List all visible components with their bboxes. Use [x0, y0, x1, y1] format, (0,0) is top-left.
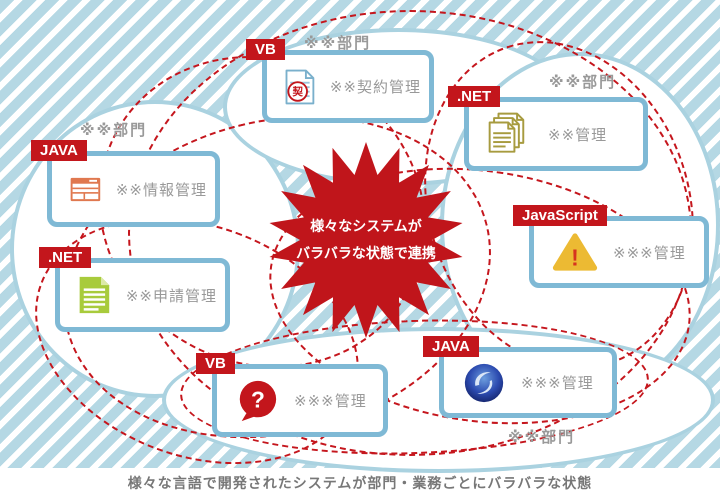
- language-badge: VB: [196, 353, 235, 374]
- contract-document-stamp-icon: 契: [285, 69, 315, 104]
- stacked-documents-icon: [488, 112, 525, 153]
- system-name: ※※※管理: [613, 244, 686, 262]
- card-body: 契 ※※契約管理: [262, 50, 434, 123]
- starburst-line1: 様々なシステムが: [310, 217, 422, 234]
- system-card-dotnet-management: .NET ※※管理: [448, 86, 648, 171]
- language-badge: JAVA: [31, 140, 87, 161]
- warning-triangle-icon: !: [552, 233, 598, 271]
- form-table-icon: [70, 177, 101, 201]
- system-card-vb-management: VB ? ※※※管理: [196, 353, 388, 437]
- system-name: ※※※管理: [521, 375, 594, 392]
- starburst: 様々なシステムが バラバラな状態で連携: [266, 140, 466, 340]
- card-body: ※※申請管理: [55, 258, 230, 332]
- question-bubble-icon: ?: [239, 380, 277, 421]
- card-body: ? ※※※管理: [212, 364, 388, 437]
- card-body: ! ※※※管理: [529, 216, 709, 288]
- starburst-shape: [269, 142, 463, 338]
- card-body: ※※管理: [464, 97, 648, 171]
- starburst-line2: バラバラな状態で連携: [296, 245, 436, 261]
- green-document-icon: [79, 276, 110, 314]
- department-label-left: ※※部門: [80, 122, 148, 139]
- language-badge: VB: [246, 39, 285, 60]
- language-badge: JavaScript: [513, 205, 607, 226]
- card-body: ※※※管理: [439, 347, 617, 418]
- language-badge: .NET: [39, 247, 92, 268]
- department-label-top-right: ※※部門: [549, 74, 617, 91]
- system-card-javascript-management: JavaScript ! ※※※管理: [513, 205, 709, 288]
- system-card-java-management: JAVA ※※※管理: [423, 336, 617, 418]
- starburst-text: 様々なシステムが バラバラな状態で連携: [266, 140, 466, 340]
- diagram-caption: 様々な言語で開発されたシステムが部門・業務ごとにバラバラな状態: [127, 475, 593, 491]
- system-card-vb-contract: VB 契 ※※契約管理: [246, 39, 434, 123]
- globe-logo-icon: [464, 363, 504, 402]
- stamp-character: 契: [291, 85, 303, 98]
- warning-mark: !: [571, 244, 579, 270]
- system-card-java-information: JAVA ※※情報管理: [31, 140, 220, 227]
- system-name: ※※情報管理: [115, 181, 207, 199]
- system-name: ※※申請管理: [125, 287, 217, 305]
- card-body: ※※情報管理: [47, 151, 220, 227]
- question-mark: ?: [251, 386, 265, 412]
- language-badge: .NET: [448, 86, 501, 107]
- system-name: ※※契約管理: [329, 79, 421, 96]
- language-badge: JAVA: [423, 336, 479, 357]
- system-name: ※※管理: [548, 126, 608, 144]
- department-label-bottom: ※※部門: [508, 429, 576, 446]
- department-label-top: ※※部門: [304, 35, 372, 52]
- system-name: ※※※管理: [294, 393, 367, 410]
- system-card-dotnet-application: .NET ※※申請管理: [39, 247, 230, 332]
